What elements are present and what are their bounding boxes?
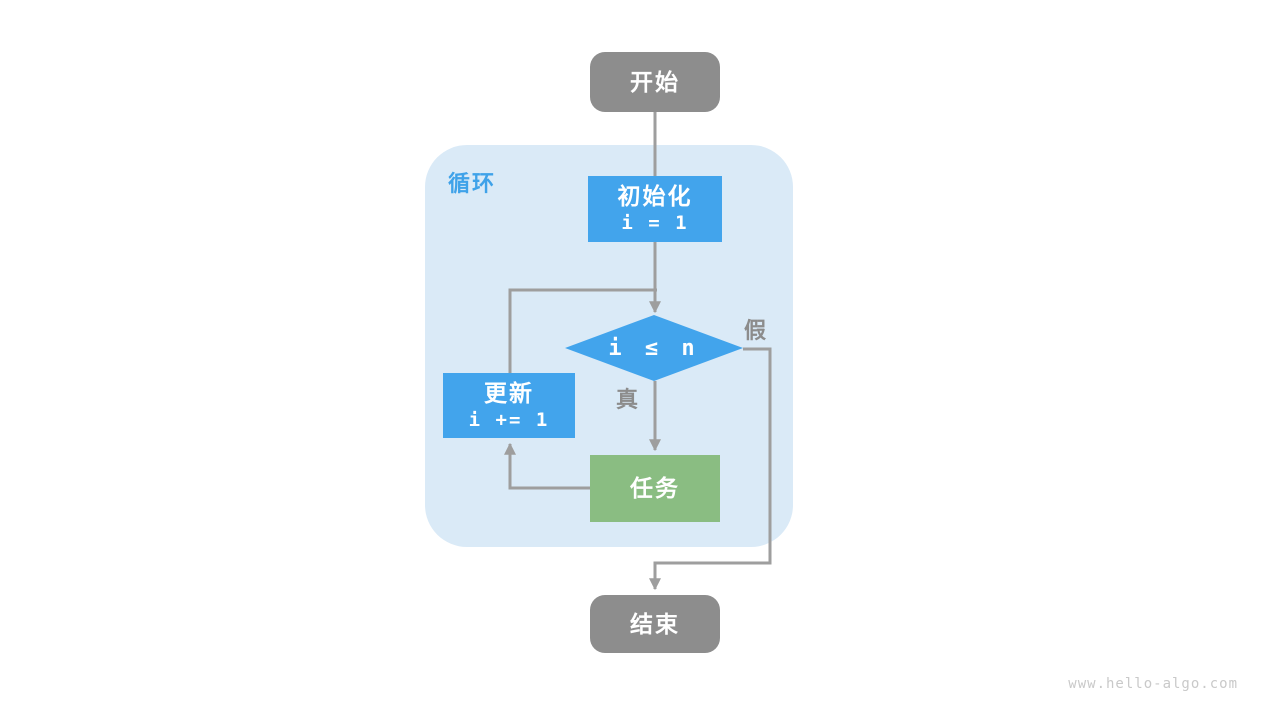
watermark: www.hello-algo.com [1068,676,1238,692]
start-node: 开始 [590,52,720,112]
condition-node-code: i ≤ n [608,335,700,361]
end-node-label: 结束 [630,610,680,637]
task-node: 任务 [590,455,720,522]
init-node: 初始化 i = 1 [588,176,722,242]
branch-false-label: 假 [744,318,767,343]
update-node: 更新 i += 1 [443,373,575,438]
branch-true-label: 真 [616,387,639,412]
edge-task-to-update [504,442,590,490]
loop-region-label: 循环 [448,171,497,196]
edge-condition-to-end [649,347,772,591]
end-node: 结束 [590,595,720,653]
update-node-title: 更新 [484,379,534,406]
init-node-title: 初始化 [617,183,693,210]
init-node-code: i = 1 [621,212,689,235]
task-node-label: 任务 [630,475,680,502]
update-node-code: i += 1 [468,408,550,431]
edge-update-to-condition [508,288,657,374]
start-node-label: 开始 [630,68,680,95]
